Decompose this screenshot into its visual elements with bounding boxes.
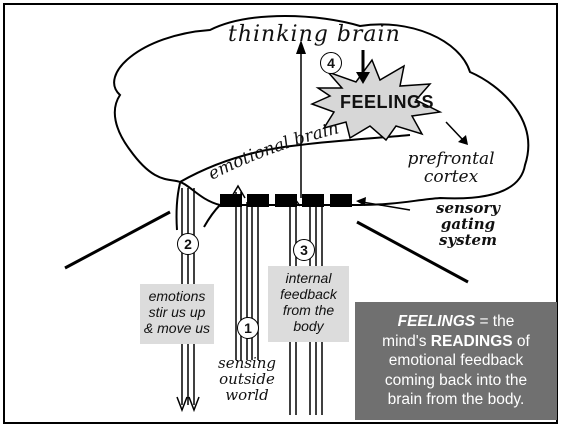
internal-feedback-box: internal feedback from the body: [268, 266, 349, 342]
sensing-outside-world-label: sensing outside world: [216, 355, 278, 403]
internal-line-3: from the: [268, 302, 349, 318]
emotions-line-1: emotions: [140, 288, 214, 304]
summary-line-4: coming back into the: [363, 371, 549, 391]
gating-bar-1: [220, 194, 242, 207]
internal-line-1: internal: [268, 270, 349, 286]
gating-bar-5: [330, 194, 352, 207]
summary-line-1: FEELINGS = the: [363, 312, 549, 332]
sensory-line-2: system: [413, 232, 523, 248]
step-4-badge: 4: [320, 52, 342, 74]
sensing-line-2: outside: [216, 371, 278, 387]
sensing-line-3: world: [216, 387, 278, 403]
summary-line-2: mind's READINGS of: [363, 332, 549, 352]
step-2-badge: 2: [177, 233, 199, 255]
emotions-box: emotions stir us up & move us: [140, 284, 214, 344]
step-3-badge: 3: [293, 239, 315, 261]
sensing-line-1: sensing: [216, 355, 278, 371]
brainstem-right: [204, 205, 220, 227]
internal-line-2: feedback: [268, 286, 349, 302]
prefrontal-line-1: prefrontal: [402, 150, 500, 168]
sensory-gating-label: sensory gating system: [413, 200, 523, 248]
summary-line-3: emotional feedback: [363, 351, 549, 371]
prefrontal-cortex-label: prefrontal cortex: [402, 150, 500, 186]
summary-line-5: brain from the body.: [363, 390, 549, 410]
sensory-line-1: sensory gating: [413, 200, 523, 232]
internal-line-4: body: [268, 318, 349, 334]
emotions-line-3: & move us: [140, 320, 214, 336]
feelings-label: FEELINGS: [340, 92, 434, 113]
summary-eq-text: = the: [475, 313, 514, 330]
prefrontal-line-2: cortex: [402, 168, 500, 186]
summary-readings: READINGS: [431, 333, 513, 350]
emotions-line-2: stir us up: [140, 304, 214, 320]
feelings-definition-box: FEELINGS = the mind's READINGS of emotio…: [355, 302, 557, 420]
brainstem-left: [176, 183, 180, 230]
summary-minds: mind's: [382, 333, 431, 350]
summary-feelings-word: FEELINGS: [398, 313, 476, 330]
thinking-brain-label: thinking brain: [228, 22, 401, 47]
left-line: [65, 212, 170, 268]
summary-rest1: of: [513, 333, 530, 350]
step-1-badge: 1: [237, 317, 259, 339]
